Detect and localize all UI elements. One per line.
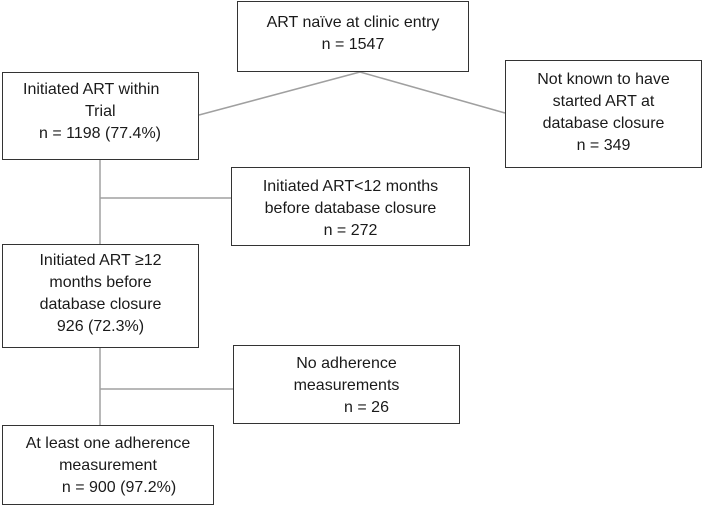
connector-root-to-not-known (359, 71, 506, 114)
box-title: ART naïve at clinic entry (266, 14, 440, 31)
box-art-naive-at-clinic-entry: ART naïve at clinic entry n = 1547 (237, 1, 469, 72)
box-count: n = 1547 (321, 36, 385, 53)
box-count: n = 26 (344, 399, 389, 416)
connector-root-to-initiated (198, 71, 361, 116)
box-not-known-started-art: Not known to have started ART at databas… (505, 60, 702, 168)
box-at-least-one-adherence-measurement: At least one adherence measurement n = 9… (2, 425, 214, 505)
box-initiated-art-within-trial: Initiated ART within Trial n = 1198 (77.… (2, 72, 199, 160)
box-title-continued: database closure (542, 115, 665, 132)
box-title: No adherence (296, 355, 397, 372)
box-title-continued: before database closure (264, 200, 437, 217)
box-title-continued: measurements (293, 377, 400, 394)
box-title: Not known to have (537, 71, 670, 88)
box-title: Initiated ART within (23, 81, 160, 98)
box-title: Initiated ART ≥12 (39, 252, 162, 269)
box-count: n = 272 (323, 222, 378, 239)
box-title-continued: months before (49, 274, 152, 291)
box-initiated-art-lt12-months: Initiated ART<12 months before database … (231, 167, 470, 246)
box-title: At least one adherence (25, 435, 191, 452)
box-initiated-art-ge12-months: Initiated ART ≥12 months before database… (2, 244, 199, 348)
box-title-continued: database closure (39, 296, 162, 313)
box-title-continued: Trial (85, 103, 116, 120)
box-title: Initiated ART<12 months (262, 178, 439, 195)
box-no-adherence-measurements: No adherence measurements n = 26 (233, 345, 460, 424)
box-count: 926 (72.3%) (56, 318, 145, 335)
box-count: n = 1198 (77.4%) (39, 125, 162, 142)
box-count: n = 900 (97.2%) (61, 479, 177, 496)
box-title-continued: measurement (59, 457, 157, 474)
box-count: n = 349 (576, 137, 631, 154)
box-title-continued: started ART at (552, 93, 655, 110)
